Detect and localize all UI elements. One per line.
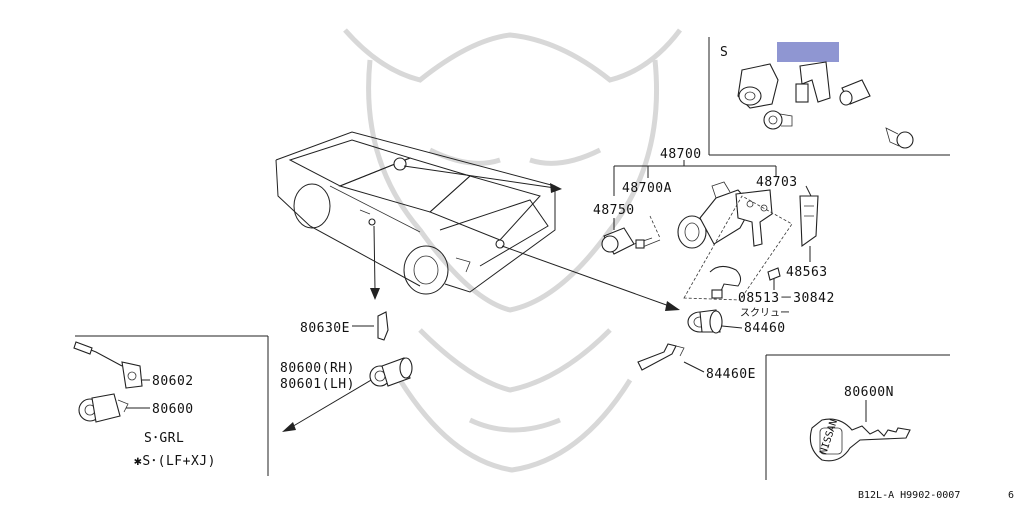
inset-left-box: 80602 80600 S･GRL ✱S･(LF+XJ)	[73, 335, 269, 476]
highlight-marker	[777, 42, 839, 62]
label-08513-30842: 08513－30842	[738, 291, 835, 306]
diagram-code: B12L-A H9902-0007	[858, 490, 960, 501]
inset-key-box: 80600N NISSAN	[765, 354, 950, 480]
pointer-arrows	[282, 165, 680, 432]
watermark-emblem	[343, 28, 682, 473]
label-48700a: 48700A	[622, 181, 672, 196]
door-lock-retainer-80630e	[352, 311, 389, 341]
lock-cylinder-48750	[601, 218, 661, 255]
trunk-rod-84460e	[637, 343, 705, 373]
steering-lock-group: 48700 48700A 48703 48750	[593, 147, 835, 319]
label-48700: 48700	[660, 147, 702, 162]
corner-mark: 6	[1008, 490, 1014, 501]
label-screw-note: スクリュー	[740, 307, 790, 319]
label-80600n: 80600N	[844, 385, 894, 400]
marker-door	[368, 218, 376, 226]
inset-steering-lock	[737, 63, 779, 109]
inset-s-label: S	[720, 45, 728, 60]
marker-steering	[393, 157, 407, 171]
label-48703: 48703	[756, 175, 798, 190]
inset-trunk-cylinder	[885, 127, 914, 149]
label-80602: 80602	[152, 374, 194, 389]
switch-48563	[799, 185, 819, 262]
label-48750: 48750	[593, 203, 635, 218]
note-s-grl: S･GRL	[144, 431, 184, 446]
label-80600-rh: 80600(RH)	[280, 361, 355, 376]
label-48563: 48563	[786, 265, 828, 280]
wiring-harness	[709, 266, 742, 299]
door-switch-80602	[73, 341, 150, 389]
note-s-lf-xj: ✱S･(LF+XJ)	[134, 454, 216, 469]
key-80600n: NISSAN	[809, 418, 911, 462]
inset-cylinder	[839, 79, 871, 106]
door-lock-cylinder-80600	[369, 357, 413, 387]
trunk-lock-cylinder-84460	[687, 309, 743, 334]
screw-08513	[767, 267, 781, 290]
door-cylinder-inset-80600	[78, 393, 150, 423]
inset-s-box: S	[708, 37, 950, 156]
inset-door-cylinder	[763, 110, 793, 130]
inset-bracket	[795, 61, 831, 103]
car-outline	[275, 131, 556, 295]
label-80601-lh: 80601(LH)	[280, 377, 355, 392]
label-84460e: 84460E	[706, 367, 756, 382]
bracket-48703	[735, 189, 773, 247]
label-84460: 84460	[744, 321, 786, 336]
label-80600: 80600	[152, 402, 194, 417]
label-80630e: 80630E	[300, 321, 350, 336]
